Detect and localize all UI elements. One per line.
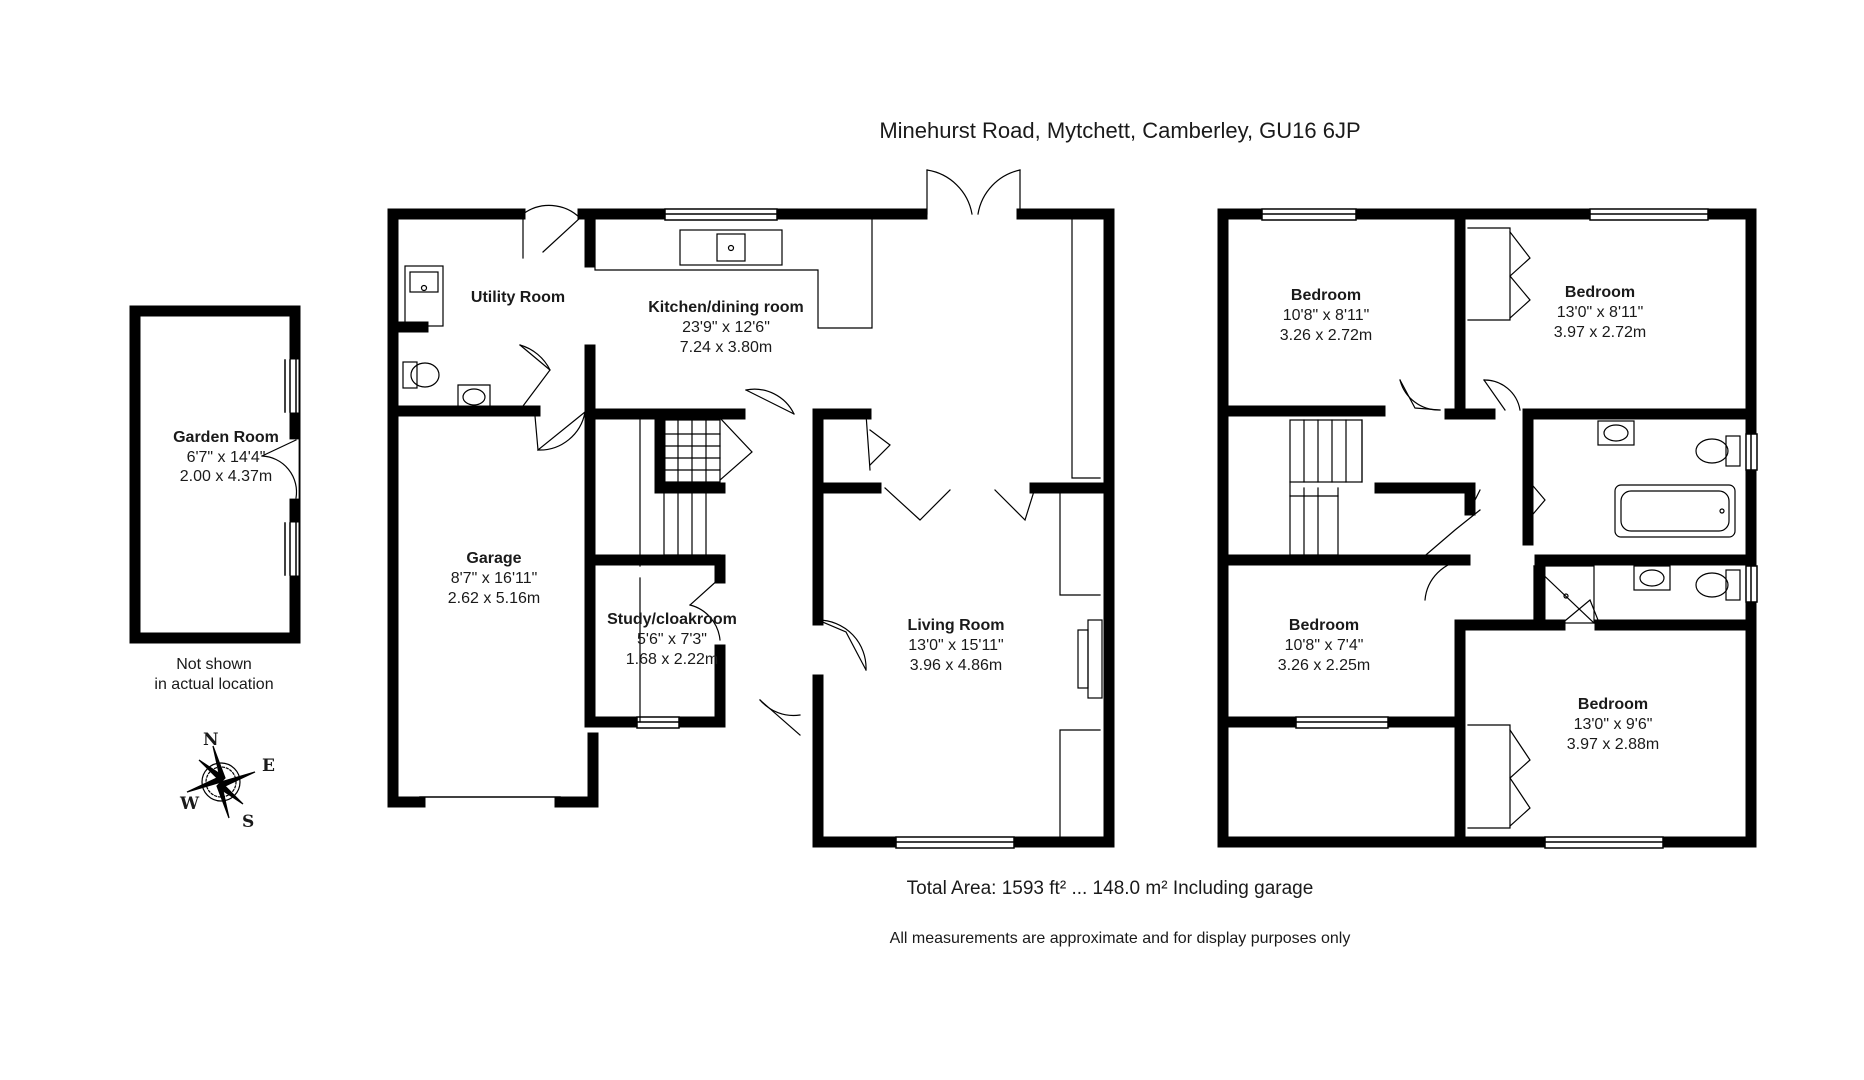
garden-room-note-2: in actual location: [154, 676, 274, 693]
garage-side-door: [534, 411, 586, 452]
garage-metric: 2.62 x 5.16m: [447, 590, 541, 607]
compass-e: E: [262, 756, 275, 776]
bedroom-4-metric: 3.97 x 2.88m: [1566, 736, 1660, 753]
kitchen-units: [594, 219, 1101, 479]
wc-door: [519, 344, 551, 411]
utility-room-name: Utility Room: [470, 289, 566, 306]
kitchen-french-doors: [926, 169, 1021, 215]
bedroom-2-imperial: 13'0" x 8'11": [1556, 304, 1644, 321]
study-metric: 1.68 x 2.22m: [625, 651, 719, 668]
study-name: Study/cloakroom: [607, 611, 737, 628]
property-address: Minehurst Road, Mytchett, Camberley, GU1…: [879, 118, 1361, 143]
study-door: [639, 577, 721, 723]
compass-s: S: [242, 812, 255, 832]
living-top-doors: [865, 413, 1036, 522]
garden-room-door: [261, 439, 299, 499]
garden-room-windows: [283, 359, 299, 576]
bathroom-fixtures: [1533, 420, 1741, 624]
study-imperial: 5'6" x 7'3": [637, 631, 707, 648]
utility-back-door: [522, 204, 581, 259]
compass-n: N: [203, 730, 219, 750]
bedroom-2-name: Bedroom: [1564, 284, 1636, 301]
bedroom-doors: [1399, 379, 1601, 626]
hall-door-kitchen: [745, 388, 795, 415]
garden-room-metric: 2.00 x 4.37m: [179, 468, 273, 485]
living-fireplace: [1059, 487, 1103, 838]
kitchen-metric: 7.24 x 3.80m: [679, 339, 773, 356]
first-floor-windows: [1261, 208, 1758, 849]
ground-floor-windows: [636, 208, 1015, 849]
garden-room-note-1: Not shown: [176, 656, 252, 673]
living-room-metric: 3.96 x 4.86m: [909, 657, 1003, 674]
bedroom-3-name: Bedroom: [1288, 617, 1360, 634]
bedroom-3-metric: 3.26 x 2.25m: [1277, 657, 1371, 674]
wc-fixtures: [402, 361, 491, 411]
bedroom-1-name: Bedroom: [1290, 287, 1362, 304]
disclaimer: All measurements are approximate and for…: [889, 930, 1351, 947]
kitchen-imperial: 23'9" x 12'6": [682, 319, 770, 336]
bedroom-3-imperial: 10'8" x 7'4": [1284, 637, 1364, 654]
bedroom-4-imperial: 13'0" x 9'6": [1573, 716, 1653, 733]
compass-w: W: [180, 794, 200, 814]
garage-imperial: 8'7" x 16'11": [450, 570, 538, 587]
ground-stairs: [639, 419, 721, 567]
living-double-doors: [759, 619, 867, 736]
bedroom-4-name: Bedroom: [1577, 696, 1649, 713]
utility-sink: [404, 265, 444, 327]
bedroom-wardrobes: [1467, 227, 1531, 829]
bedroom-2-metric: 3.97 x 2.72m: [1553, 324, 1647, 341]
understairs-door: [719, 417, 753, 481]
living-room-name: Living Room: [907, 617, 1005, 634]
garage-name: Garage: [466, 550, 522, 567]
bedroom-1-metric: 3.26 x 2.72m: [1279, 327, 1373, 344]
compass-rose: [186, 745, 256, 819]
total-area: Total Area: 1593 ft² ... 148.0 m² Includ…: [906, 878, 1314, 899]
bedroom-1-imperial: 10'8" x 8'11": [1282, 307, 1370, 324]
kitchen-name: Kitchen/dining room: [648, 299, 804, 316]
first-floor-stairs: [1289, 419, 1363, 556]
garden-room-imperial: 6'7" x 14'4": [186, 449, 266, 466]
garden-room-name: Garden Room: [173, 429, 279, 446]
living-room-imperial: 13'0" x 15'11": [908, 637, 1004, 654]
